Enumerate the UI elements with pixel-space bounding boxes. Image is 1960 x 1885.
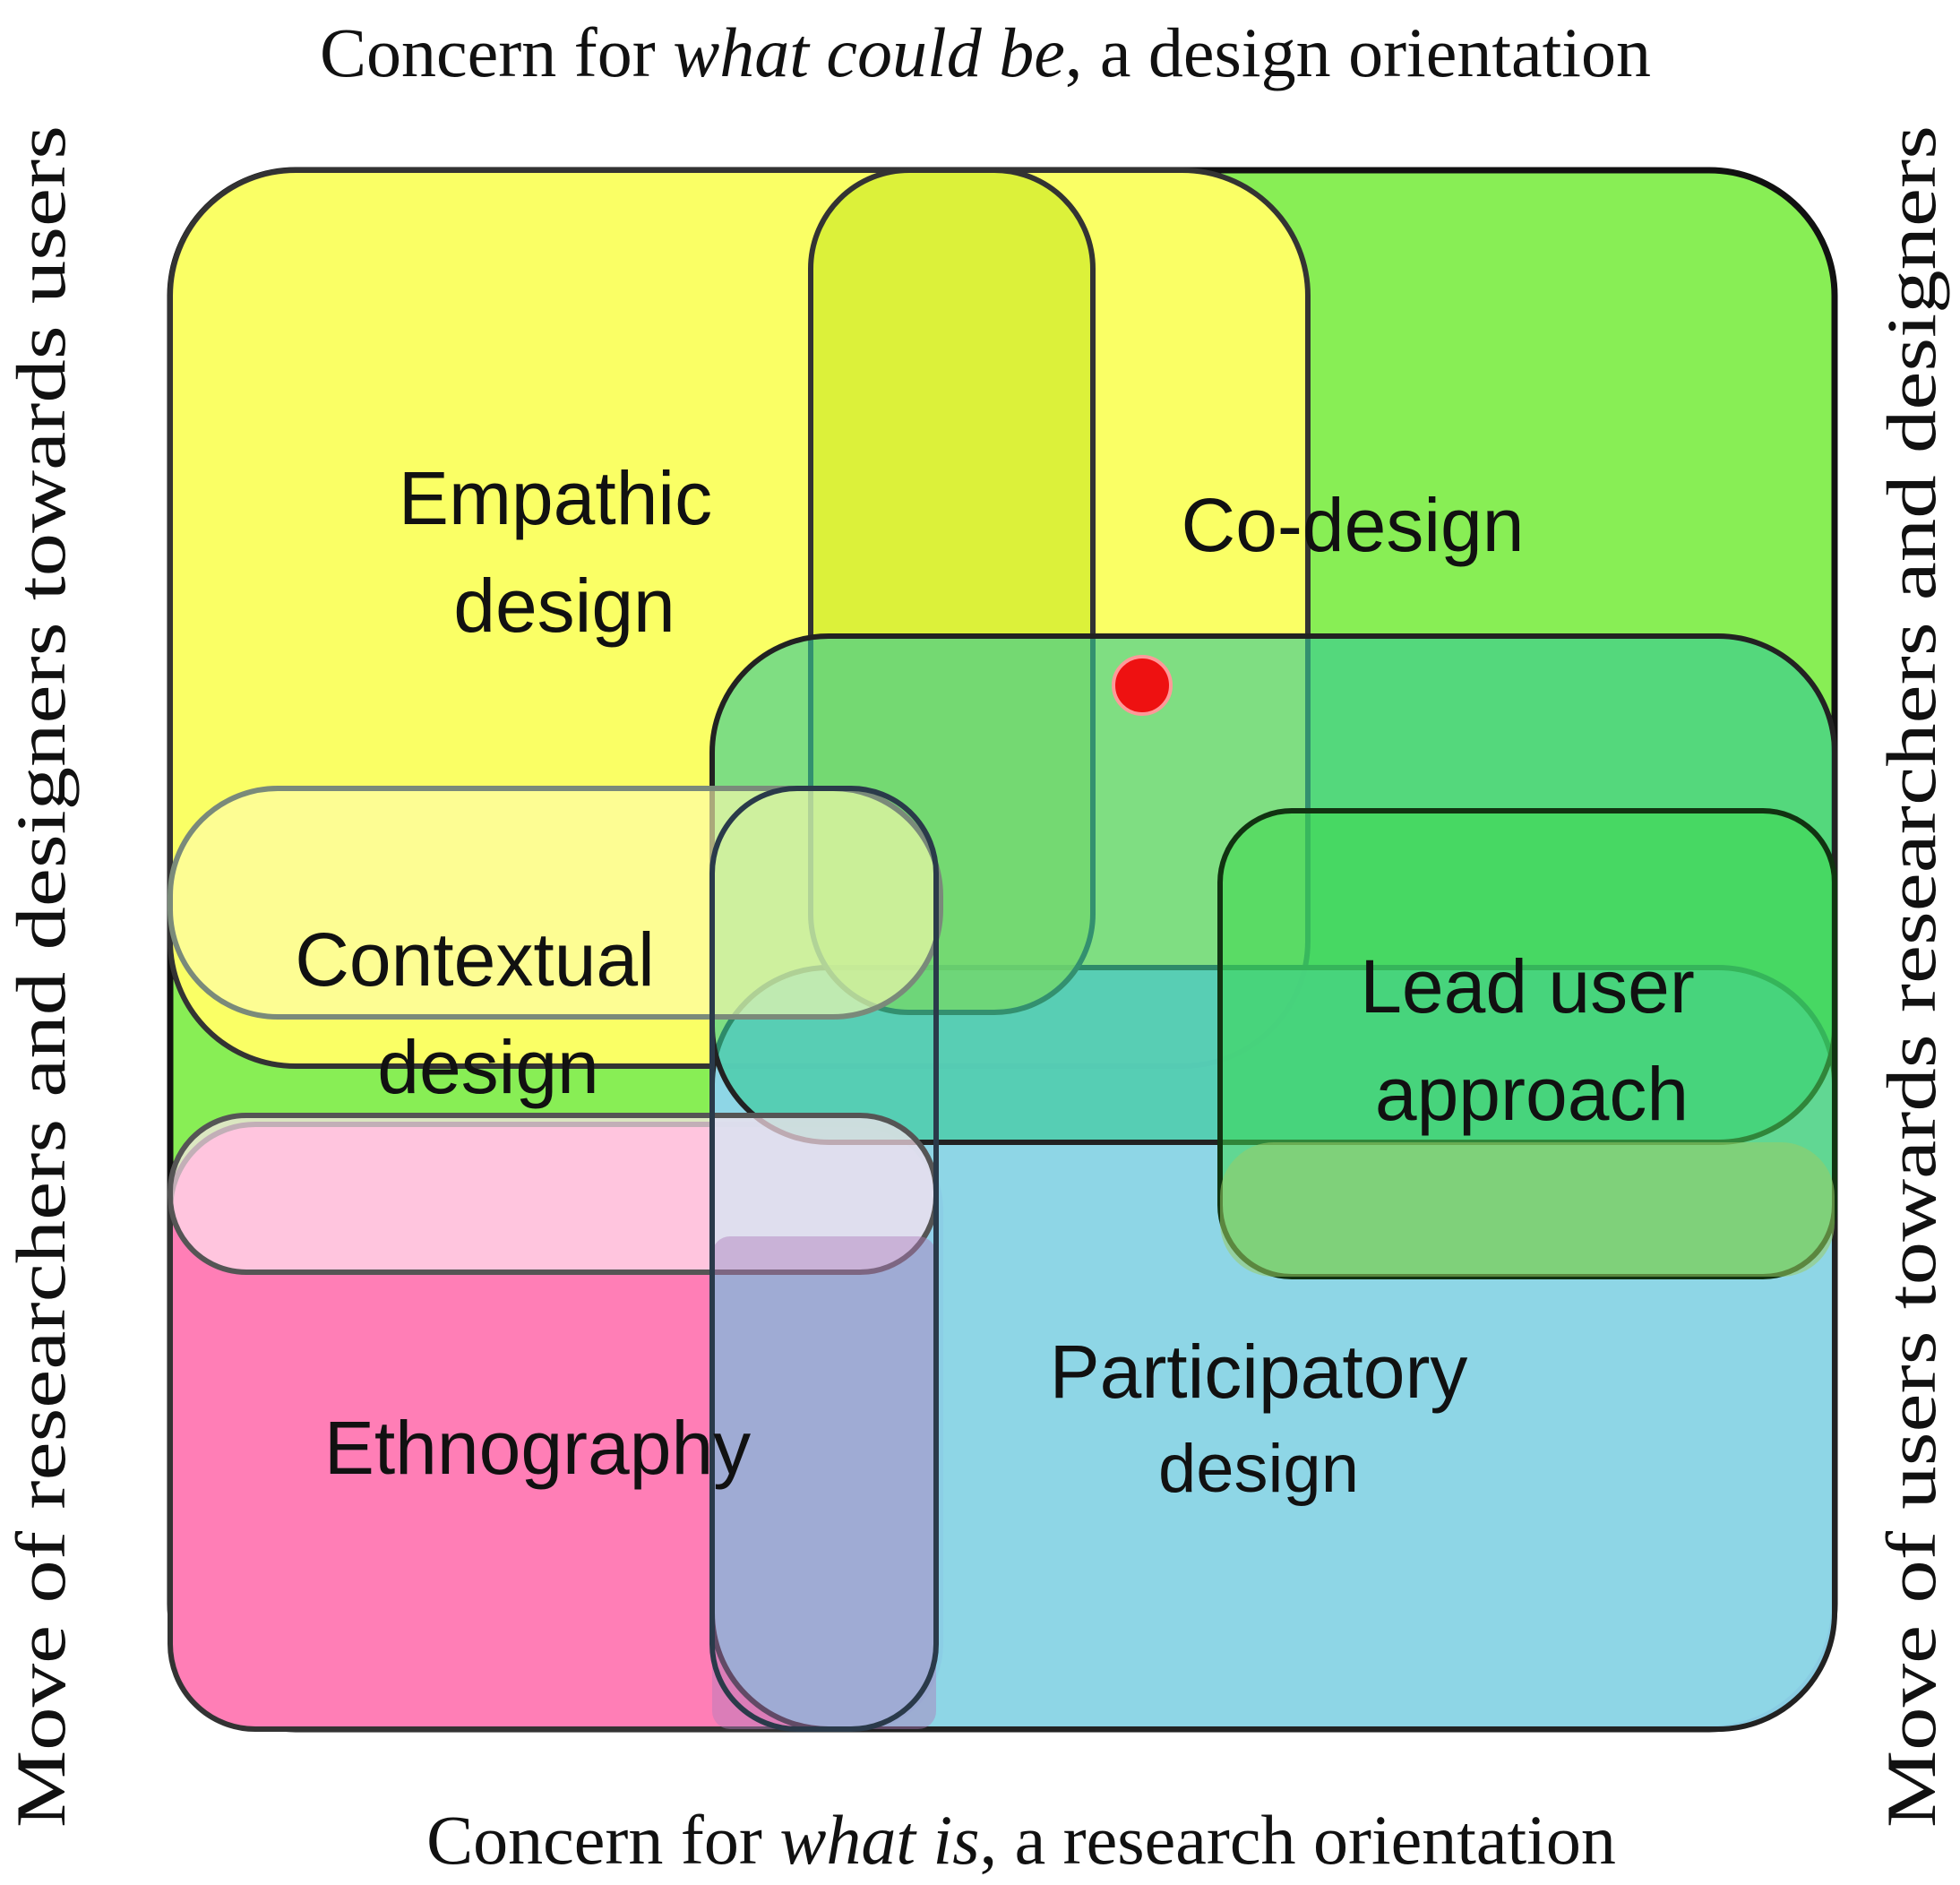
- contextual-design-region: [168, 786, 943, 1020]
- contextual-design-label-line1: Contextual: [295, 917, 655, 1002]
- lead-user-approach-label-line2: approach: [1375, 1052, 1689, 1136]
- participatory-design-label-line1: Participatory: [1050, 1330, 1468, 1414]
- right-axis-label: Move of users towards researchers and de…: [1872, 125, 1950, 1828]
- top-axis-emphasis: what could be: [673, 13, 1065, 91]
- lead-user-approach-label-line1: Lead user: [1360, 944, 1695, 1029]
- red-dot-marker: [1112, 655, 1173, 716]
- bottom-axis-prefix: Concern for: [426, 1801, 779, 1879]
- empathic-design-label-line2: design: [453, 564, 675, 648]
- empathic-design-label-line1: Empathic: [399, 456, 712, 540]
- region-labels: Empathic design Co-design Contextual des…: [295, 456, 1695, 1507]
- region-shapes: [167, 167, 1838, 1733]
- top-axis-prefix: Concern for: [320, 13, 673, 91]
- purple-overlap-region: [712, 1236, 936, 1729]
- contextual-design-label-line2: design: [377, 1025, 599, 1109]
- lead-user-lower-overlay: [1220, 1142, 1835, 1277]
- contextual-outline: [709, 786, 939, 1732]
- ethnography-label: Ethnography: [324, 1406, 751, 1490]
- bottom-axis-label: Concern for what is, a research orientat…: [426, 1801, 1616, 1879]
- axis-labels: Concern for what could be, a design orie…: [2, 13, 1950, 1879]
- top-axis-suffix: , a design orientation: [1065, 13, 1651, 91]
- co-design-label: Co-design: [1182, 483, 1525, 567]
- bottom-axis-suffix: , a research orientation: [980, 1801, 1616, 1879]
- top-axis-label: Concern for what could be, a design orie…: [320, 13, 1651, 91]
- left-axis-label: Move of researchers and designers toward…: [2, 125, 80, 1828]
- bottom-axis-emphasis: what is: [779, 1801, 979, 1879]
- participatory-design-label-line2: design: [1158, 1431, 1359, 1507]
